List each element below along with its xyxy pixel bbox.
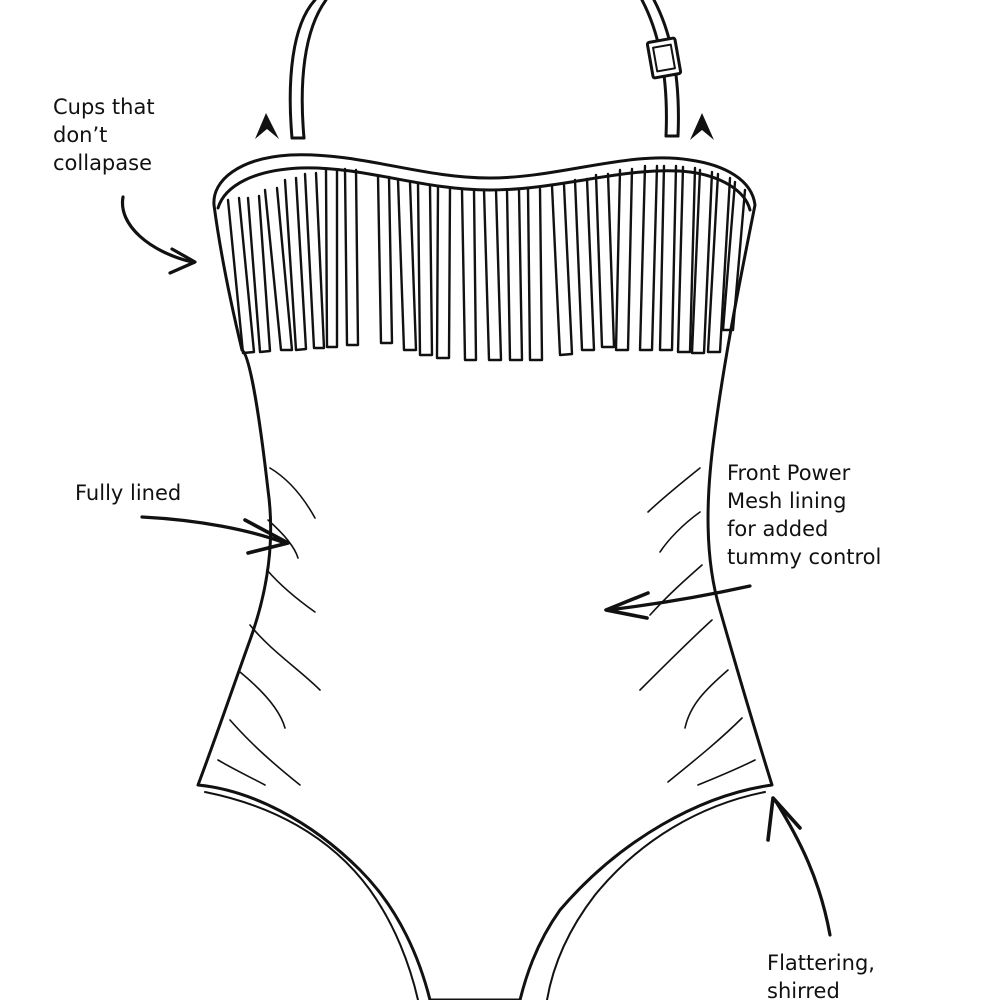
swimsuit-outline	[196, 153, 774, 1000]
arrow-shirred	[773, 798, 832, 937]
arrowhead-left	[255, 113, 279, 139]
left-shirring	[217, 467, 321, 786]
callout-shirred: Flattering, shirred	[767, 951, 875, 1003]
arrow-shirred-head	[766, 796, 802, 842]
callout-fully-lined: Fully lined	[75, 481, 182, 505]
arrow-cups	[120, 195, 194, 264]
fringe-detail	[226, 164, 747, 362]
callout-cups: Cups that don’t collapase	[53, 95, 155, 175]
callout-arrows	[120, 195, 832, 937]
arrow-lined-head	[243, 518, 290, 555]
callout-power-mesh: Front Power Mesh lining for added tummy …	[727, 461, 882, 569]
strap-buckle-inner	[652, 43, 676, 73]
arrow-mesh-head	[604, 591, 650, 620]
arrow-mesh	[606, 584, 752, 612]
leg-bindings	[204, 791, 766, 1000]
left-strap	[288, 0, 328, 140]
arrow-lined	[140, 515, 287, 545]
right-shirring	[639, 467, 756, 786]
arrowhead-right	[690, 113, 714, 140]
arrow-cups-head	[168, 247, 197, 275]
strap-buckle	[645, 36, 683, 80]
